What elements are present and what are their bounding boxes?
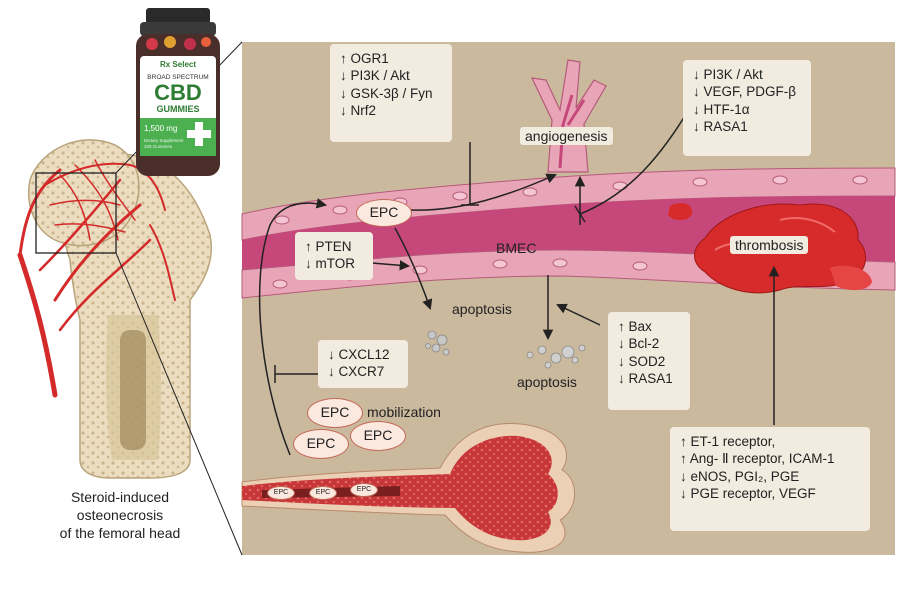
epc-mobilizing-2: EPC <box>293 429 349 459</box>
box-line: ↓ PI3K / Akt <box>693 67 763 82</box>
epc-marrow-2: EPC <box>309 486 337 500</box>
box-line: ↓ GSK-3β / Fyn <box>340 85 433 101</box>
femoral-vessels <box>17 159 176 398</box>
box-line: ↑ Ang- Ⅱ receptor, ICAM-1 <box>680 451 835 467</box>
zoom-region <box>35 172 117 254</box>
label-bmec: BMEC <box>496 240 537 256</box>
box-line: ↓ CXCR7 <box>328 364 385 380</box>
label-apoptosis-left: apoptosis <box>452 301 512 317</box>
box-line: ↓ eNOS, PGI₂, PGE <box>680 468 800 484</box>
label-thrombosis: thrombosis <box>730 236 809 254</box>
box-line: ↓ RASA1 <box>618 370 673 386</box>
box-line: ↑ OGR1 <box>340 51 389 66</box>
box-upstream-signaling: ↑ OGR1 ↓ PI3K / Akt ↓ GSK-3β / Fyn ↓ Nrf… <box>330 44 452 142</box>
box-pten-mtor: ↑ PTEN ↓ mTOR <box>295 232 373 280</box>
box-chemokines: ↓ CXCL12 ↓ CXCR7 <box>318 340 408 388</box>
caption-line: osteonecrosis <box>76 507 164 524</box>
jar-count: 100 Gummies <box>144 144 173 149</box>
label-apoptosis-center: apoptosis <box>517 374 577 390</box>
label-angiogenesis: angiogenesis <box>520 127 613 145</box>
box-angiogenic-factors: ↓ PI3K / Akt ↓ VEGF, PDGF-β ↓ HTF-1α ↓ R… <box>683 60 811 156</box>
epc-vessel: EPC <box>356 199 412 227</box>
label-mobilization: mobilization <box>367 404 441 420</box>
box-line: ↑ PTEN <box>305 239 352 254</box>
jar-brand: Rx Select <box>159 60 197 69</box>
box-line: ↓ HTF-1α <box>693 101 750 117</box>
box-line: ↓ VEGF, PDGF-β <box>693 84 797 100</box>
jar-line1: BROAD SPECTRUM <box>147 74 209 81</box>
box-vascular-receptors: ↑ ET-1 receptor, ↑ Ang- Ⅱ receptor, ICAM… <box>670 427 870 531</box>
epc-marrow-1: EPC <box>267 486 295 500</box>
box-line: ↑ ET-1 receptor, <box>680 434 776 449</box>
figure-caption: Steroid-induced osteonecrosis of the fem… <box>20 488 220 543</box>
jar-dose: 1,500 mg <box>144 124 178 133</box>
caption-line: of the femoral head <box>59 525 181 542</box>
box-line: ↓ Bcl-2 <box>618 336 660 352</box>
caption-line: Steroid-induced <box>70 489 170 505</box>
epc-mobilizing-3: EPC <box>350 421 406 451</box>
box-line: ↓ CXCL12 <box>328 347 390 362</box>
cbd-gummies-jar <box>136 8 220 176</box>
jar-fine: Dietary Supplement <box>144 138 184 143</box>
femur-illustration <box>28 139 212 479</box>
box-line: ↓ RASA1 <box>693 118 748 134</box>
epc-marrow-3: EPC <box>350 483 378 497</box>
apoptotic-bodies-center <box>526 344 586 369</box>
jar-line2: CBD <box>154 80 202 105</box>
box-line: ↓ mTOR <box>305 256 355 272</box>
box-line: ↑ Bax <box>618 319 652 334</box>
jar-line3: GUMMIES <box>156 104 200 114</box>
epc-mobilizing-1: EPC <box>307 398 363 428</box>
apoptotic-bodies-left <box>425 330 450 356</box>
box-apoptosis-regulators: ↑ Bax ↓ Bcl-2 ↓ SOD2 ↓ RASA1 <box>608 312 690 410</box>
box-line: ↓ SOD2 <box>618 353 666 369</box>
box-line: ↓ PI3K / Akt <box>340 68 410 84</box>
box-line: ↓ PGE receptor, VEGF <box>680 485 816 501</box>
box-line: ↓ Nrf2 <box>340 102 377 118</box>
